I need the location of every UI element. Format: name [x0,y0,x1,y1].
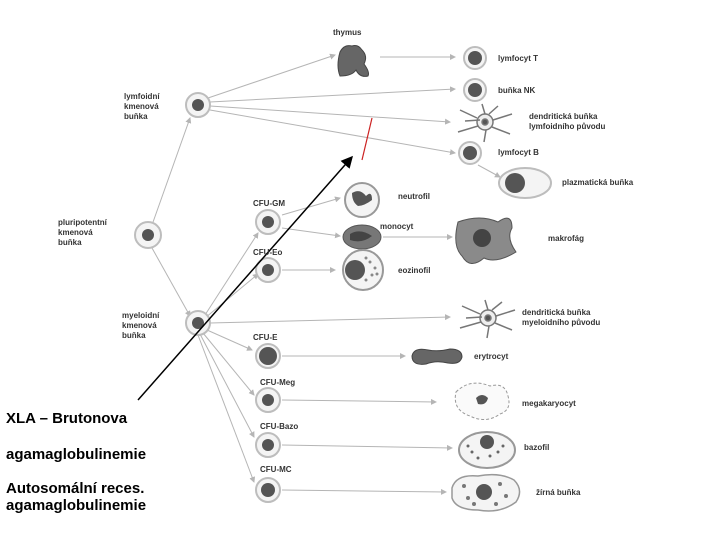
erytrocyt-cell [411,348,463,365]
cfu-meg-cell [255,387,281,413]
pluripotent-cell [134,221,162,249]
label-dendriticka-lymf: dendritická buňka lymfoidního původu [529,112,606,131]
pointer-arrow [137,155,353,401]
label-bazofil: bazofil [524,443,550,452]
dendritic-myeloid-cell [459,299,516,339]
lymfocyt-t-cell [463,46,487,70]
myeloid-stem-cell [185,310,211,336]
label-cfu-mc: CFU-MC [260,465,292,474]
zirna-cell [451,473,521,512]
label-lymfoidni: lymfoidní kmenová buňka [124,92,160,121]
eozinofil-cell [342,249,384,291]
label-plazmaticka: plazmatická buňka [562,178,634,187]
note-autosomal: Autosomální reces. agamaglobulinemie [6,480,147,514]
cfu-bazo-cell [255,432,281,458]
label-bunka-nk: buňka NK [498,86,536,95]
dendritic-lymphoid-cell [457,103,513,143]
label-neutrofil: neutrofil [398,192,430,201]
makrofag-cell [455,217,517,264]
cfu-gm-cell [255,209,281,235]
label-eozinofil: eozinofil [398,266,431,275]
lymfocyt-b-cell [458,141,482,165]
neutrofil-cell [344,182,380,218]
note-agamaglobulinemie: agamaglobulinemie [6,446,147,463]
cfu-e-cell [255,343,281,369]
thymus-icon [337,45,369,77]
label-makrofag: makrofág [548,234,585,243]
cfu-eo-cell [255,257,281,283]
label-cfu-meg: CFU-Meg [260,378,296,387]
label-pluripotentni: pluripotentní kmenová buňka [58,218,107,247]
note-xla: XLA – Brutonova [6,410,128,427]
lymphoid-stem-cell [185,92,211,118]
plasma-cell [498,167,552,199]
monocyt-cell [342,224,382,250]
label-cfu-gm: CFU-GM [253,199,285,208]
label-dendriticka-myel: dendritická buňka myeloidního původu [522,308,601,327]
nk-cell [463,78,487,102]
label-megakaryocyt: megakaryocyt [522,399,576,408]
lineage-arrows [151,53,501,495]
block-mark [361,117,373,161]
bazofil-cell [458,431,516,469]
label-monocyt: monocyt [380,222,414,231]
label-lymfocyt-t: lymfocyt T [498,54,539,63]
label-myeloidni: myeloidní kmenová buňka [122,311,160,340]
cfu-mc-cell [255,477,281,503]
label-thymus: thymus [333,28,362,37]
label-cfu-eo: CFU-Eo [253,248,283,257]
label-cfu-e: CFU-E [253,333,278,342]
label-lymfocyt-b: lymfocyt B [498,148,539,157]
label-zirna: žírná buňka [536,488,581,497]
label-erytrocyt: erytrocyt [474,352,509,361]
megakaryocyt-cell [454,382,510,420]
label-cfu-bazo: CFU-Bazo [260,422,299,431]
